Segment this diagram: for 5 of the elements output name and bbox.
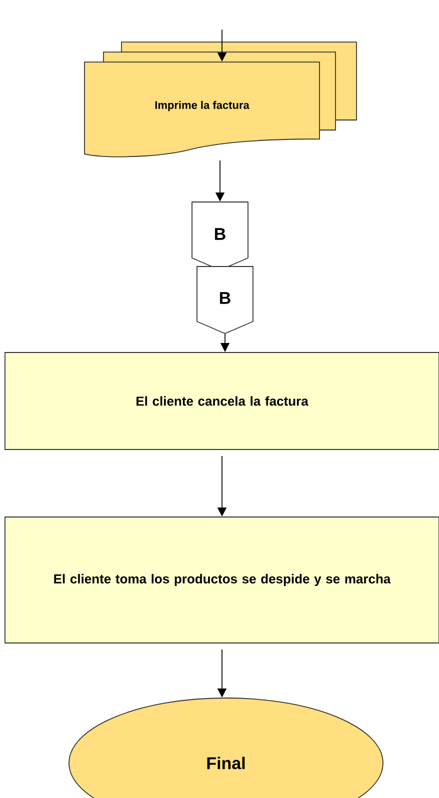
off-page-connector: B — [196, 266, 254, 334]
process-box: El cliente cancela la factura — [4, 352, 439, 450]
document-stack: Imprime la factura — [84, 42, 357, 158]
off-page-connector: B — [192, 202, 248, 270]
process-box: El cliente toma los productos se despide y se marcha — [4, 516, 439, 644]
